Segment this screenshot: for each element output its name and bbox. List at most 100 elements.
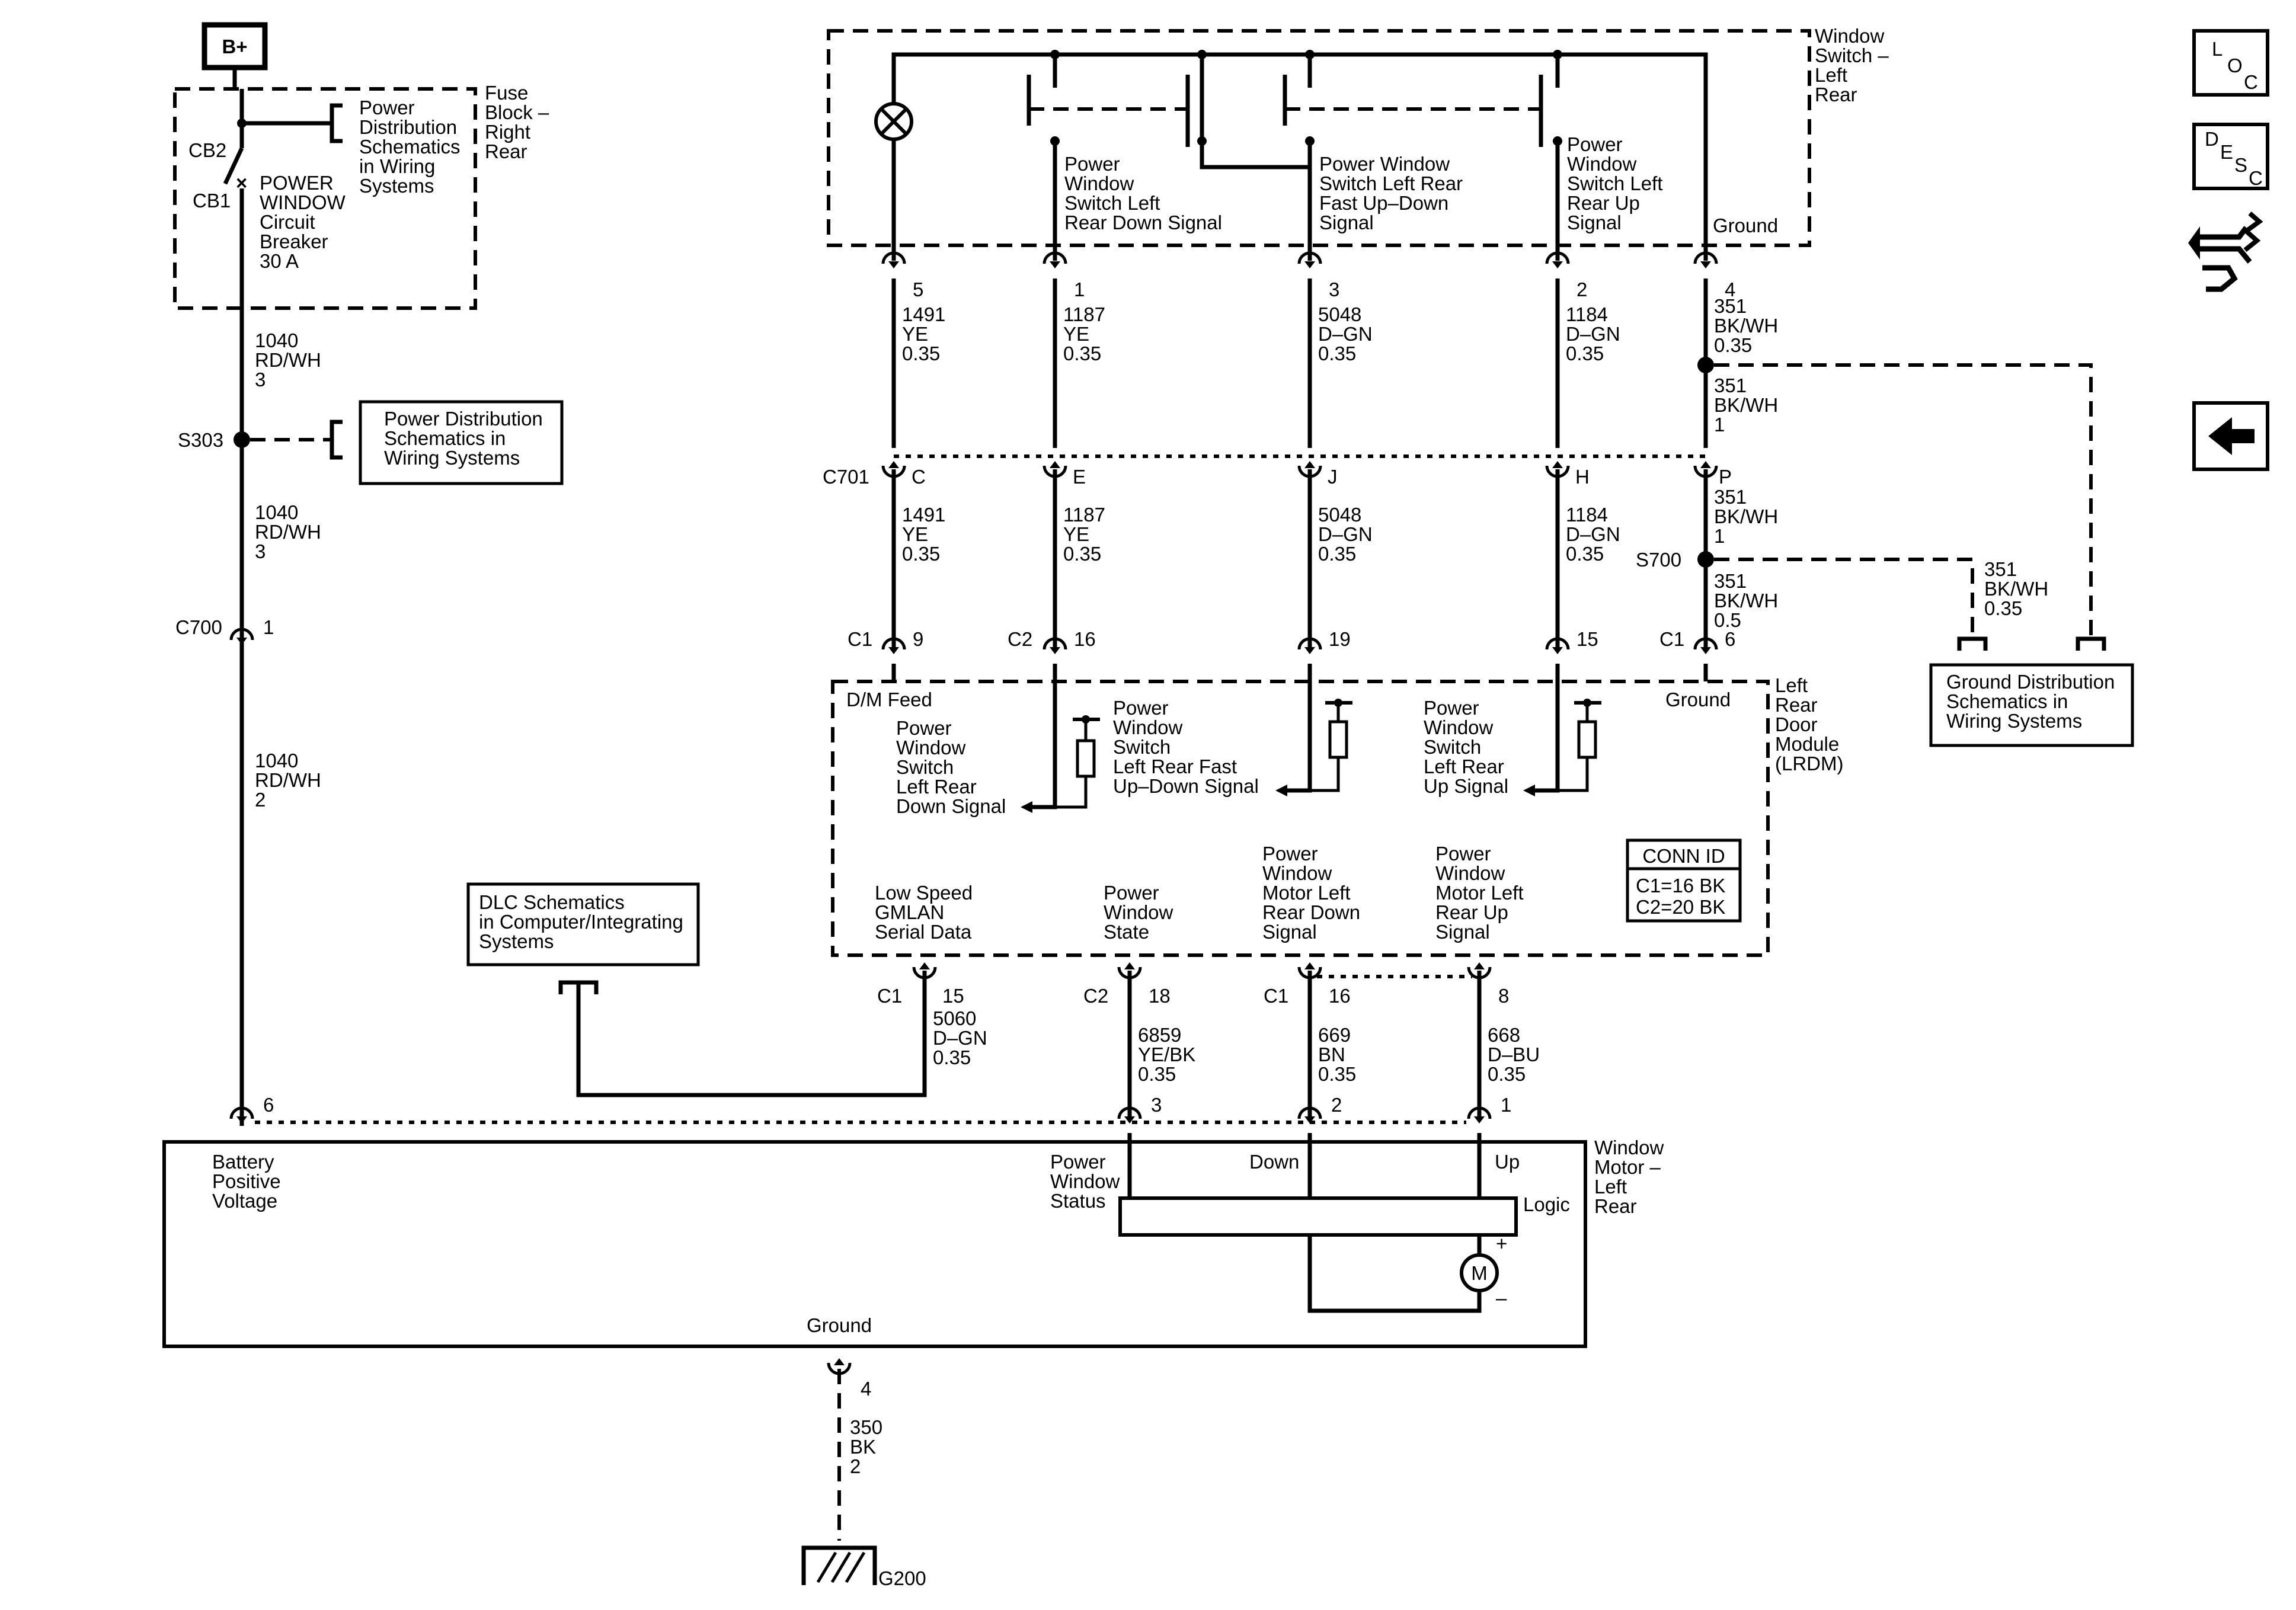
lrdm-sig-down-label-line: Window [896,737,966,758]
wire-1184-b-line: 1184 [1566,504,1608,526]
ws-pin-3: 3 [1329,279,1339,300]
lrdm-pin-8: 8 [1498,985,1509,1007]
wire-5048-b-line: 0.35 [1318,543,1356,565]
lrdm-pin-18: 18 [1149,985,1171,1007]
wire-350-line: 350 [850,1416,882,1438]
lrdm-box [831,680,1770,957]
lrdm-sig-down-label-line: Switch [896,756,954,778]
motor-label-line: Rear [1594,1195,1637,1217]
ground-ref-box[interactable] [1929,663,2134,747]
ws-pin-1: 1 [1074,279,1085,300]
c701-pin-c: C [912,466,926,488]
wire-351-c-line: BK/WH [1714,505,1778,527]
wire-1184-a-line: 1184 [1566,303,1608,325]
ws-pin-4: 4 [1725,279,1735,300]
motor-pin-6: 6 [263,1094,274,1116]
wire-669-line: 669 [1318,1024,1351,1046]
wire-351-b-line: BK/WH [1714,394,1778,416]
wire-1184-a-line: 0.35 [1566,343,1604,364]
lrdm-motor-down-label-line: Signal [1262,921,1317,943]
wire-1187-a-line: 0.35 [1063,343,1101,364]
wire-669-line: BN [1318,1044,1345,1065]
lrdm-sig-fast-label-line: Switch [1113,736,1171,758]
lrdm-pin-16: 16 [1074,628,1096,650]
cb1-label: CB1 [193,190,231,212]
s700-label: S700 [1636,549,1681,571]
bplus-label: B+ [222,36,247,57]
motor-status-label-line: Status [1050,1190,1106,1212]
dlc-ref-line: in Computer/Integrating [479,911,683,933]
lrdm-sig-down-label-line: Power [896,717,952,739]
lrdm-sig-fast-label-line: Left Rear Fast [1113,756,1237,777]
wire-351-b-line: 351 [1714,375,1747,396]
wire-351-e-line: 351 [1984,558,2017,580]
ws-ground-label: Ground [1713,215,1778,236]
pd-ref-1-line: Power [359,97,415,119]
fuse-block-box [173,87,477,310]
lrdm-label-line: (LRDM) [1775,753,1843,774]
ws-pin-2: 2 [1576,279,1587,300]
ws-sig-down-label-line: Power [1064,153,1120,175]
lrdm-pin-15: 15 [1576,628,1598,650]
lrdm-motor-up-label-line: Power [1435,843,1491,865]
motor-pin-1: 1 [1501,1094,1511,1116]
s303-label: S303 [178,429,223,451]
dlc-ref-box[interactable] [466,882,700,966]
desc-s: S [2234,154,2247,176]
pd-ref-2-box[interactable] [359,400,564,485]
wire-669-line: 0.35 [1318,1063,1356,1085]
wire-1491-a-line: YE [902,323,928,345]
connector-end-view-icon[interactable] [2188,211,2263,292]
ground-ref-line: Wiring Systems [1946,710,2082,732]
loc-button[interactable]: L O C [2192,29,2269,97]
fuse-block-label-line: Fuse [485,82,528,104]
s303-splice [234,431,250,448]
lrdm-state-label-line: State [1104,921,1149,943]
wire-1187-b-line: YE [1063,523,1089,545]
motor-plus: + [1496,1233,1507,1254]
lrdm-motor-down-label-line: Power [1262,843,1318,865]
desc-button[interactable]: D E S C [2192,123,2269,190]
window-switch-label-line: Left [1815,64,1847,86]
motor-pin-4: 4 [861,1378,871,1400]
window-switch-label-line: Window [1815,25,1885,47]
lrdm-pin-6: 6 [1725,628,1735,650]
desc-c: C [2249,167,2263,189]
lrdm-sig-up-label-line: Switch [1424,736,1481,758]
lrdm-sig-fast-label-line: Window [1113,716,1183,738]
wire-6859-line: 6859 [1138,1024,1181,1046]
wire-1491-a-line: 0.35 [902,343,940,364]
lrdm-sig-fast-label-line: Power [1113,697,1169,719]
wire-5048-a-line: 5048 [1318,303,1361,325]
wire-351-d-line: BK/WH [1714,590,1778,612]
dlc-ref-line: DLC Schematics [479,891,625,913]
ws-sig-fast-label-line: Fast Up–Down [1319,192,1448,214]
conn-c2-a: C2 [1008,628,1032,650]
loc-l: L [2212,38,2223,60]
lrdm-sig-down-label-line: Down Signal [896,795,1006,817]
pd-ref-1-line: Systems [359,175,434,197]
lrdm-state-label-line: Power [1104,882,1159,904]
lrdm-sig-up-label-line: Window [1424,716,1494,738]
motor-status-label-line: Window [1050,1170,1120,1192]
c701-pin-e: E [1073,466,1086,488]
loc-o: O [2227,55,2243,76]
wire-1187-a-line: YE [1063,323,1089,345]
back-arrow-icon[interactable] [2192,401,2269,471]
